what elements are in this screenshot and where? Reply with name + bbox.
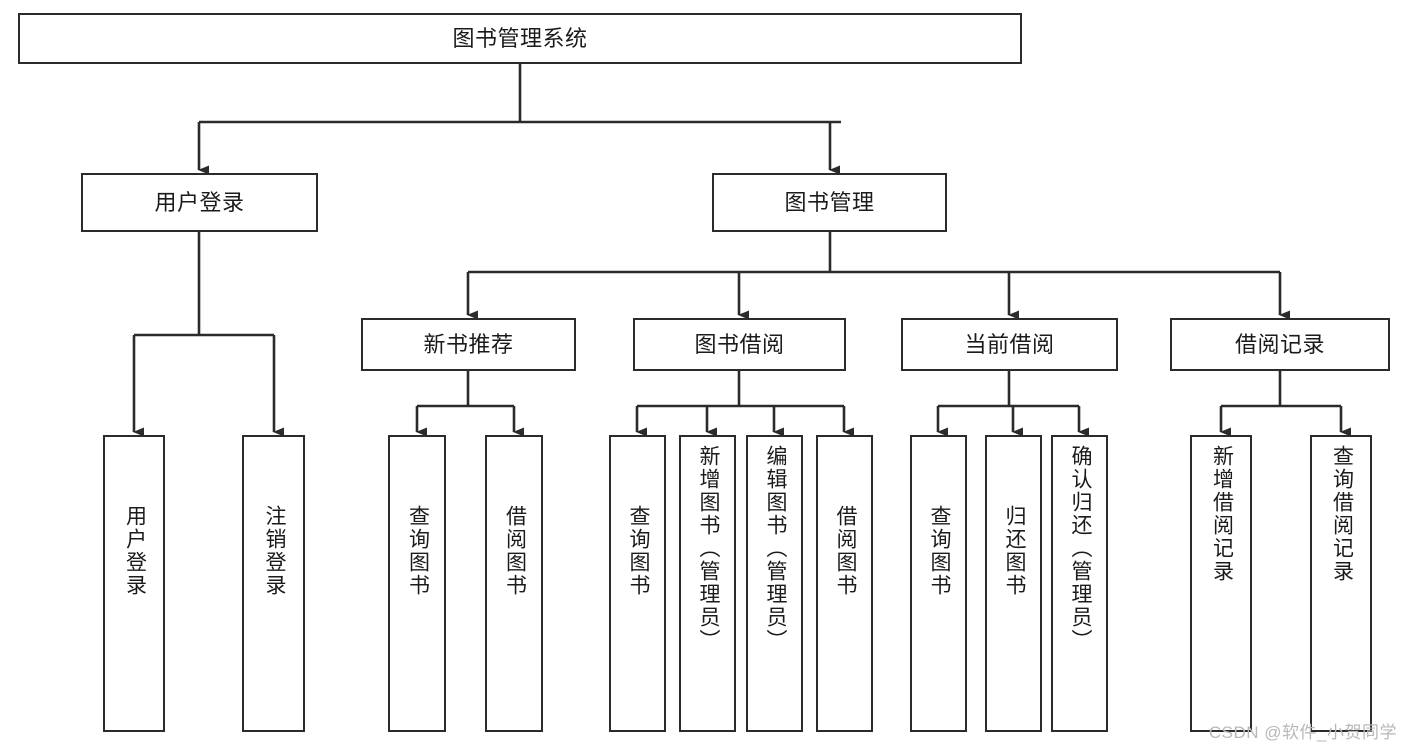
node-user-login-label: 用户登录 <box>154 189 245 215</box>
node-leaf-user-login[interactable]: 用户登录 <box>103 435 165 732</box>
node-root-system[interactable]: 图书管理系统 <box>18 13 1022 64</box>
csdn-watermark: CSDN @软件_小贺同学 <box>1208 723 1397 742</box>
node-leaf-label: 借阅图书 <box>503 505 527 597</box>
node-book-management[interactable]: 图书管理 <box>712 173 947 232</box>
node-leaf-label: 编辑图书（管理员） <box>763 445 787 652</box>
node-leaf-label: 查询图书 <box>406 505 430 597</box>
node-leaf-edit-book-admin[interactable]: 编辑图书（管理员） <box>746 435 803 732</box>
node-leaf-label: 查询图书 <box>626 505 650 597</box>
node-leaf-query-book-borrow[interactable]: 查询图书 <box>609 435 666 732</box>
node-borrow-records-label: 借阅记录 <box>1234 331 1325 357</box>
node-current-borrow-label: 当前借阅 <box>964 331 1055 357</box>
node-leaf-add-book-admin[interactable]: 新增图书（管理员） <box>679 435 736 732</box>
node-user-login[interactable]: 用户登录 <box>81 173 318 232</box>
node-leaf-lend-book[interactable]: 借阅图书 <box>816 435 873 732</box>
node-leaf-label: 借阅图书 <box>833 505 857 597</box>
node-current-borrow[interactable]: 当前借阅 <box>901 318 1118 371</box>
node-leaf-label: 新增借阅记录 <box>1210 445 1234 583</box>
node-root-label: 图书管理系统 <box>452 25 588 51</box>
node-leaf-confirm-return-admin[interactable]: 确认归还（管理员） <box>1051 435 1108 732</box>
node-leaf-label: 归还图书 <box>1002 505 1026 597</box>
node-book-management-label: 图书管理 <box>784 189 875 215</box>
node-leaf-label: 用户登录 <box>123 505 147 597</box>
node-leaf-label: 查询借阅记录 <box>1330 445 1354 583</box>
node-leaf-return-book[interactable]: 归还图书 <box>985 435 1042 732</box>
node-book-borrow[interactable]: 图书借阅 <box>633 318 846 371</box>
node-new-book-recommend-label: 新书推荐 <box>423 331 514 357</box>
node-leaf-add-borrow-record[interactable]: 新增借阅记录 <box>1190 435 1252 732</box>
node-leaf-query-book-newbook[interactable]: 查询图书 <box>388 435 446 732</box>
node-leaf-label: 确认归还（管理员） <box>1068 445 1092 652</box>
node-leaf-label: 新增图书（管理员） <box>696 445 720 652</box>
node-leaf-query-borrow-record[interactable]: 查询借阅记录 <box>1310 435 1372 732</box>
node-new-book-recommend[interactable]: 新书推荐 <box>361 318 576 371</box>
node-book-borrow-label: 图书借阅 <box>694 331 785 357</box>
node-leaf-logout[interactable]: 注销登录 <box>242 435 305 732</box>
node-leaf-query-book-current[interactable]: 查询图书 <box>910 435 967 732</box>
node-leaf-borrow-book-newbook[interactable]: 借阅图书 <box>485 435 543 732</box>
node-leaf-label: 注销登录 <box>262 505 286 597</box>
node-borrow-records[interactable]: 借阅记录 <box>1170 318 1390 371</box>
node-leaf-label: 查询图书 <box>927 505 951 597</box>
